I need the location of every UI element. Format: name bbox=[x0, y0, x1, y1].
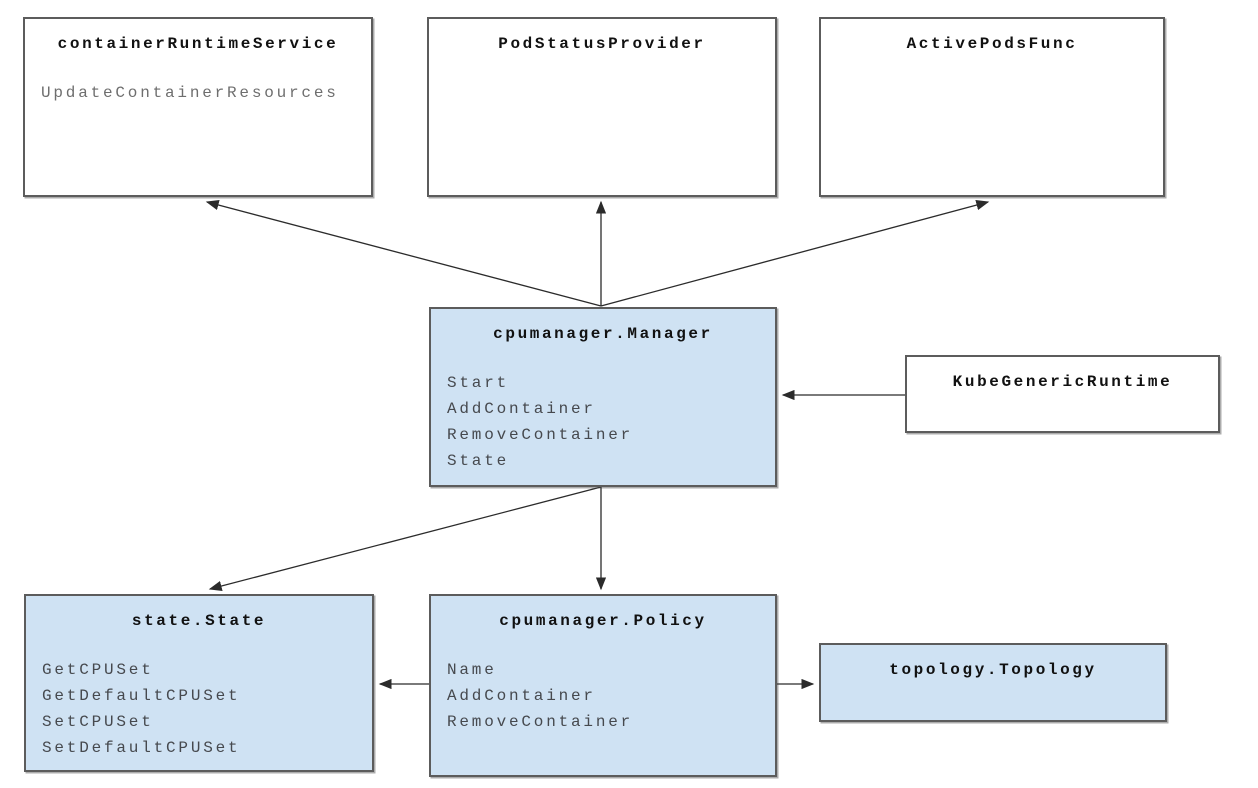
arrow-cpumanagerManager-to-activePodsFunc bbox=[600, 200, 990, 307]
method-label: UpdateContainerResources bbox=[41, 84, 339, 102]
box-kubeGenericRuntime: KubeGenericRuntime bbox=[905, 355, 1220, 433]
box-activePodsFunc: ActivePodsFunc bbox=[819, 17, 1165, 197]
method-label: Name bbox=[447, 661, 497, 679]
box-title: cpumanager.Manager bbox=[493, 325, 713, 343]
box-title: KubeGenericRuntime bbox=[952, 373, 1173, 391]
box-method-list: UpdateContainerResources bbox=[25, 80, 371, 106]
method-label: SetDefaultCPUSet bbox=[42, 739, 241, 757]
method-label: SetCPUSet bbox=[42, 713, 154, 731]
box-title: topology.Topology bbox=[889, 661, 1097, 679]
box-podStatusProvider: PodStatusProvider bbox=[427, 17, 777, 197]
box-topologyTopology: topology.Topology bbox=[819, 643, 1167, 722]
box-title: cpumanager.Policy bbox=[499, 612, 707, 630]
arrow-cpumanagerManager-to-stateState bbox=[208, 486, 602, 592]
method-label: RemoveContainer bbox=[447, 426, 634, 444]
method-label: GetCPUSet bbox=[42, 661, 154, 679]
method-label: GetDefaultCPUSet bbox=[42, 687, 241, 705]
method-label: State bbox=[447, 452, 510, 470]
arrow-cpumanagerManager-to-containerRuntimeService bbox=[205, 199, 602, 307]
method-label: RemoveContainer bbox=[447, 713, 634, 731]
box-title: PodStatusProvider bbox=[498, 35, 706, 53]
box-title: state.State bbox=[131, 612, 267, 630]
box-title: containerRuntimeService bbox=[57, 35, 339, 53]
method-label: Start bbox=[447, 374, 510, 392]
method-label: AddContainer bbox=[447, 400, 596, 418]
method-label: AddContainer bbox=[447, 687, 596, 705]
box-title: ActivePodsFunc bbox=[906, 35, 1078, 53]
